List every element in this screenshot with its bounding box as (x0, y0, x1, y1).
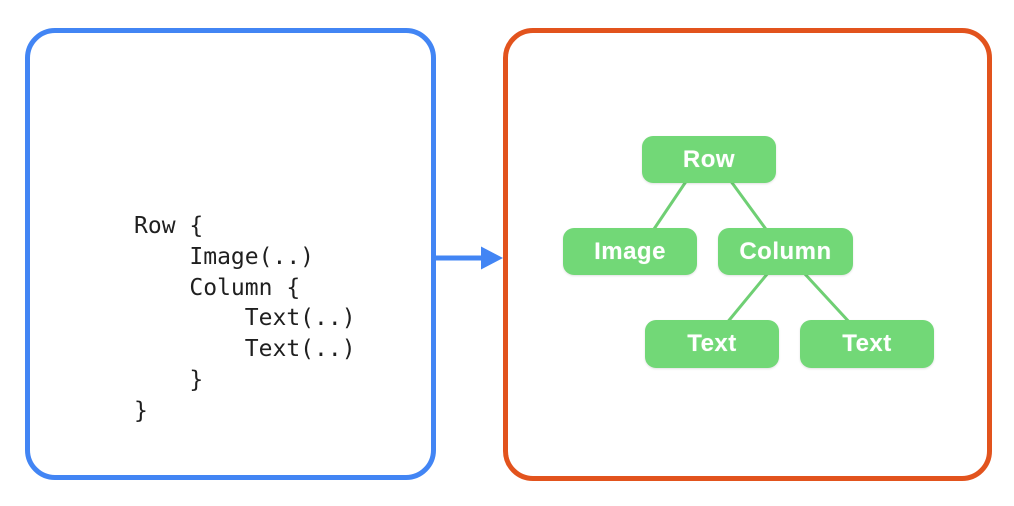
tree-node-text-first: Text (645, 320, 779, 368)
right-arrow-icon (436, 246, 503, 270)
code-panel: Row { Image(..) Column { Text(..) Text(.… (25, 28, 436, 480)
code-line: Row { (134, 213, 204, 239)
tree-node-image: Image (563, 228, 697, 275)
code-line: } (134, 397, 148, 424)
code-line: Text(..) (134, 336, 356, 363)
tree-node-text-second: Text (800, 320, 934, 368)
code-line: Column { (134, 274, 301, 301)
code-line: Text(..) (134, 305, 356, 332)
tree-node-column: Column (718, 228, 853, 275)
code-block: Row { Image(..) Column { Text(..) Text(.… (134, 211, 356, 427)
code-line: Image(..) (134, 243, 315, 270)
tree-node-row: Row (642, 136, 776, 183)
code-line: } (134, 366, 204, 393)
